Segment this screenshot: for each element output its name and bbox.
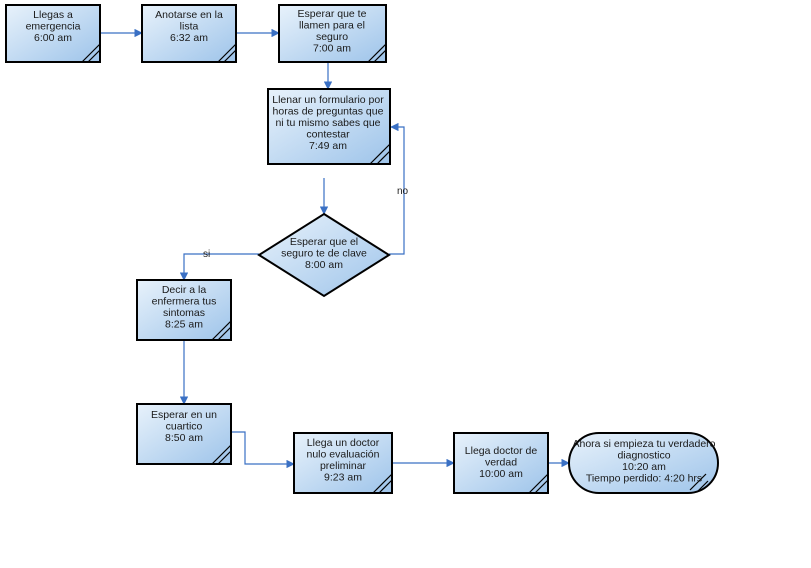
edge-clave-llenar-no: [389, 122, 405, 255]
node-label-line: seguro: [316, 31, 348, 43]
node-label-line: Esperar en un: [151, 409, 217, 421]
node-label-line: Esperar que el: [290, 236, 358, 248]
node-label-line: Llenar un formulario por: [272, 94, 384, 106]
node-label-line: 10:00 am: [479, 468, 523, 480]
node-label-line: preliminar: [320, 460, 367, 472]
edge-label-no: no: [397, 186, 409, 197]
node-label-line: Llega un doctor: [307, 437, 380, 449]
node-label-line: lista: [180, 21, 199, 33]
node-label-line: cuartico: [166, 421, 203, 433]
node-label-line: nulo evaluación: [307, 449, 380, 461]
node-label-line: emergencia: [26, 21, 81, 33]
node-label-line: diagnostico: [617, 450, 670, 462]
page-curl-icon: [211, 320, 232, 341]
node-label-line: Esperar que te: [298, 8, 367, 20]
node-label-line: Ahora si empieza tu verdadero: [573, 438, 716, 450]
page-curl-icon: [217, 43, 237, 63]
node-label-line: verdad: [485, 457, 517, 469]
node-label-line: 8:00 am: [305, 259, 343, 271]
node-label-line: horas de preguntas que: [273, 106, 384, 118]
node-label-line: 10:20 am: [622, 461, 666, 473]
page-curl-icon: [689, 473, 709, 493]
node-label-line: 6:32 am: [170, 32, 208, 44]
page-curl-icon: [372, 473, 393, 494]
node-label-line: enfermera tus: [152, 296, 217, 308]
node-label-line: 6:00 am: [34, 32, 72, 44]
node-label-line: Anotarse en la: [155, 9, 223, 21]
edge-clave-decir-si: [179, 253, 259, 281]
node-label-line: seguro te de clave: [281, 248, 367, 260]
node-label-line: 7:49 am: [309, 140, 347, 152]
node-label-line: Llega doctor de: [465, 445, 538, 457]
edge-cuartico-doctor-nulo: [231, 431, 295, 469]
page-curl-icon: [211, 444, 232, 465]
node-label-line: 8:25 am: [165, 319, 203, 331]
page-curl-icon: [528, 473, 549, 494]
edge-label-si: si: [203, 249, 210, 260]
node-label-line: llamen para el: [299, 20, 365, 32]
node-label-line: Decir a la: [162, 284, 207, 296]
node-label-line: contestar: [306, 129, 350, 141]
node-label-line: ni tu mismo sabes que: [275, 117, 380, 129]
node-label-line: 9:23 am: [324, 472, 362, 484]
node-label-line: Tiempo perdido: 4:20 hrs: [586, 473, 702, 485]
node-label-line: Llegas a: [33, 9, 73, 21]
page-curl-icon: [81, 43, 101, 63]
page-curl-icon: [369, 143, 391, 165]
node-label-line: sintomas: [163, 307, 205, 319]
node-label-line: 7:00 am: [313, 43, 351, 55]
page-curl-icon: [367, 43, 387, 63]
node-label-line: 8:50 am: [165, 432, 203, 444]
